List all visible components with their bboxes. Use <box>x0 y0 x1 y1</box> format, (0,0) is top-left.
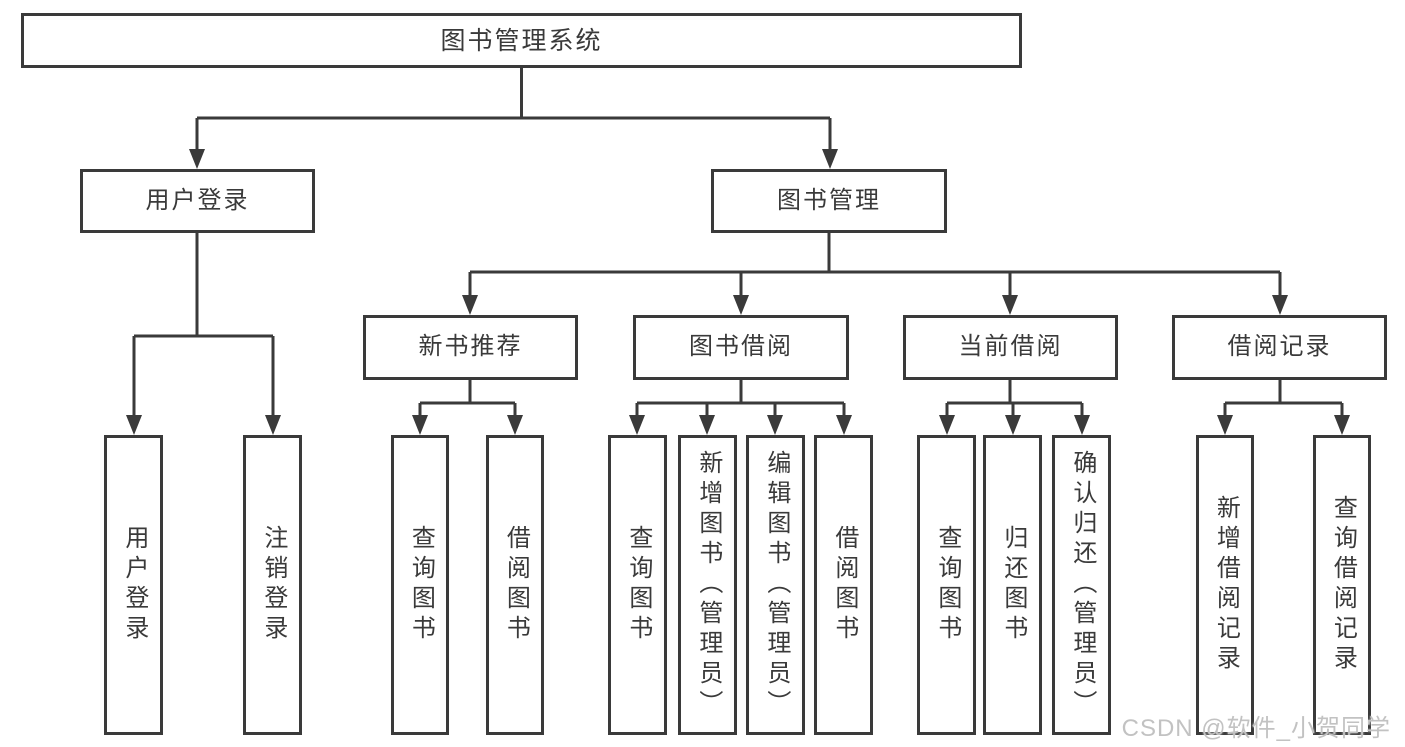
csdn-watermark: CSDN @软件_小贺同学 <box>1121 715 1391 742</box>
node-book-management-branch: 图书管理 <box>711 169 947 233</box>
leaf-return-books: 归还图书 <box>983 435 1042 735</box>
connector-userlogin-to-leaves <box>126 233 281 435</box>
leaf-borrow-books: 借阅图书 <box>814 435 873 735</box>
leaf-query-books-current: 查询图书 <box>917 435 976 735</box>
connector-root-to-level2 <box>189 68 838 169</box>
leaf-query-borrow-record: 查询借阅记录 <box>1313 435 1371 735</box>
connector-borrowing-to-leaves <box>629 380 852 435</box>
node-current-borrowing: 当前借阅 <box>903 315 1118 380</box>
leaf-borrow-books-recommend: 借阅图书 <box>486 435 544 735</box>
node-library-management-system: 图书管理系统 <box>21 13 1022 68</box>
leaf-add-books-admin: 新增图书（管理员） <box>678 435 737 735</box>
node-new-book-recommend: 新书推荐 <box>363 315 578 380</box>
leaf-add-borrow-record: 新增借阅记录 <box>1196 435 1254 735</box>
leaf-logout: 注销登录 <box>243 435 302 735</box>
leaf-user-login: 用户登录 <box>104 435 163 735</box>
node-borrowing-records: 借阅记录 <box>1172 315 1387 380</box>
leaf-confirm-return-admin: 确认归还（管理员） <box>1052 435 1111 735</box>
leaf-query-books-recommend: 查询图书 <box>391 435 449 735</box>
connector-newbooks-to-leaves <box>412 380 523 435</box>
connector-bookmgmt-to-level3 <box>462 233 1288 315</box>
leaf-edit-books-admin: 编辑图书（管理员） <box>746 435 805 735</box>
connector-current-to-leaves <box>939 380 1090 435</box>
node-book-borrowing: 图书借阅 <box>633 315 849 380</box>
node-user-login-branch: 用户登录 <box>80 169 315 233</box>
leaf-query-books-borrowing: 查询图书 <box>608 435 667 735</box>
connector-records-to-leaves <box>1217 380 1350 435</box>
